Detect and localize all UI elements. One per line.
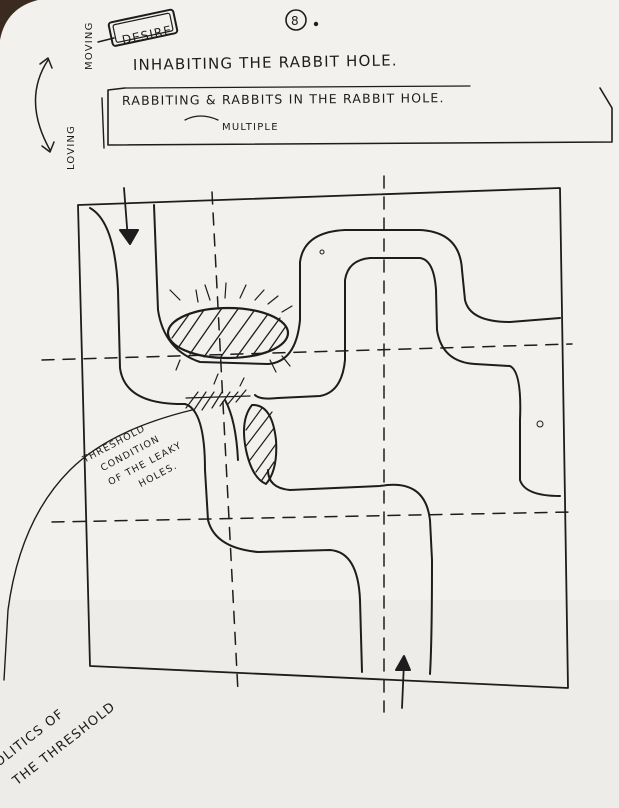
threshold-scribble: [185, 373, 251, 411]
annotation-leader: [3, 409, 193, 681]
hatch-lines: [171, 307, 287, 359]
subtitle-frame-left: [101, 97, 105, 149]
side-arrow-head-bottom: [41, 141, 55, 153]
desire-box: [107, 8, 179, 47]
subtitle-frame: [107, 87, 613, 146]
dashed-horizontal-bottom: [51, 511, 573, 523]
dashed-guides: [41, 175, 573, 713]
page-number-circle: [285, 9, 307, 31]
paper-shadow: [0, 600, 619, 808]
multiple-arrow: [184, 115, 219, 121]
radiating-ticks: [169, 282, 293, 373]
dashed-horizontal-top: [41, 343, 573, 361]
speck: [319, 249, 325, 255]
desire-connector: [97, 37, 115, 43]
side-curved-arrow: [34, 59, 51, 151]
page-dot: [313, 21, 319, 27]
side-label-loving: LOVING: [66, 125, 77, 170]
subtitle-underline: [125, 85, 471, 89]
exit-arrow-head: [395, 655, 411, 671]
channel-wall-right: [153, 204, 561, 365]
channel-inner-upper: [254, 257, 561, 497]
main-square: [77, 187, 569, 689]
channel-inner-lower: [267, 469, 433, 675]
side-label-moving: MOVING: [84, 21, 95, 70]
speck: [536, 420, 544, 428]
side-arrow-head-top: [39, 57, 53, 69]
subtitle-note: MULTIPLE: [222, 122, 279, 133]
entry-arrow-head: [119, 229, 139, 245]
drop-hatch: [245, 407, 277, 481]
hatched-hole: [166, 306, 290, 360]
hatched-drop: [243, 403, 278, 485]
dashed-vertical-left: [211, 191, 239, 693]
channel-wall-left: [89, 207, 363, 673]
page-number: 8: [291, 14, 300, 28]
channel-inner-lower-left: [224, 399, 239, 461]
title-text: INHABITING THE RABBIT HOLE.: [133, 51, 398, 74]
subtitle-text: RABBITING & RABBITS IN THE RABBIT HOLE.: [122, 90, 445, 108]
